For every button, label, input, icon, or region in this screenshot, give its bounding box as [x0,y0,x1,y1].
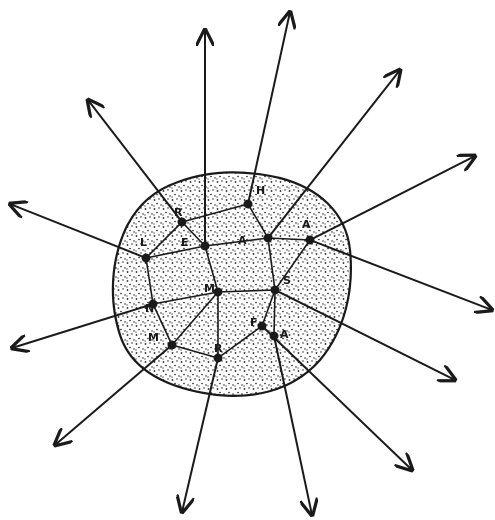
node-label-n6: L [140,236,147,249]
node-label-n3: E [181,236,189,249]
node-n8 [271,286,280,295]
node-label-n2: A [238,234,247,247]
node-label-n10: F [250,316,258,329]
node-n2 [264,234,273,243]
node-n13 [270,332,279,341]
node-label-n5: R [174,206,183,219]
network-edge-20 [274,290,275,336]
node-n4 [306,236,315,245]
node-n3 [201,242,210,251]
node-label-n9: N [145,302,154,315]
radiating-arrow-3 [88,100,182,222]
cell-body [113,172,351,395]
node-label-n8: S [283,274,291,287]
node-label-n11: M [148,331,159,344]
radiating-arrow-5 [310,156,475,240]
radiating-arrow-10 [55,345,172,445]
node-n10 [258,322,267,331]
node-label-n1: H [256,184,265,197]
node-label-n7: M [204,282,215,295]
node-label-n12: R [214,342,223,355]
node-n1 [244,200,253,209]
node-label-n13: A [280,328,289,341]
node-label-n4: A [302,218,311,231]
node-n11 [168,341,177,350]
node-n6 [142,254,151,263]
